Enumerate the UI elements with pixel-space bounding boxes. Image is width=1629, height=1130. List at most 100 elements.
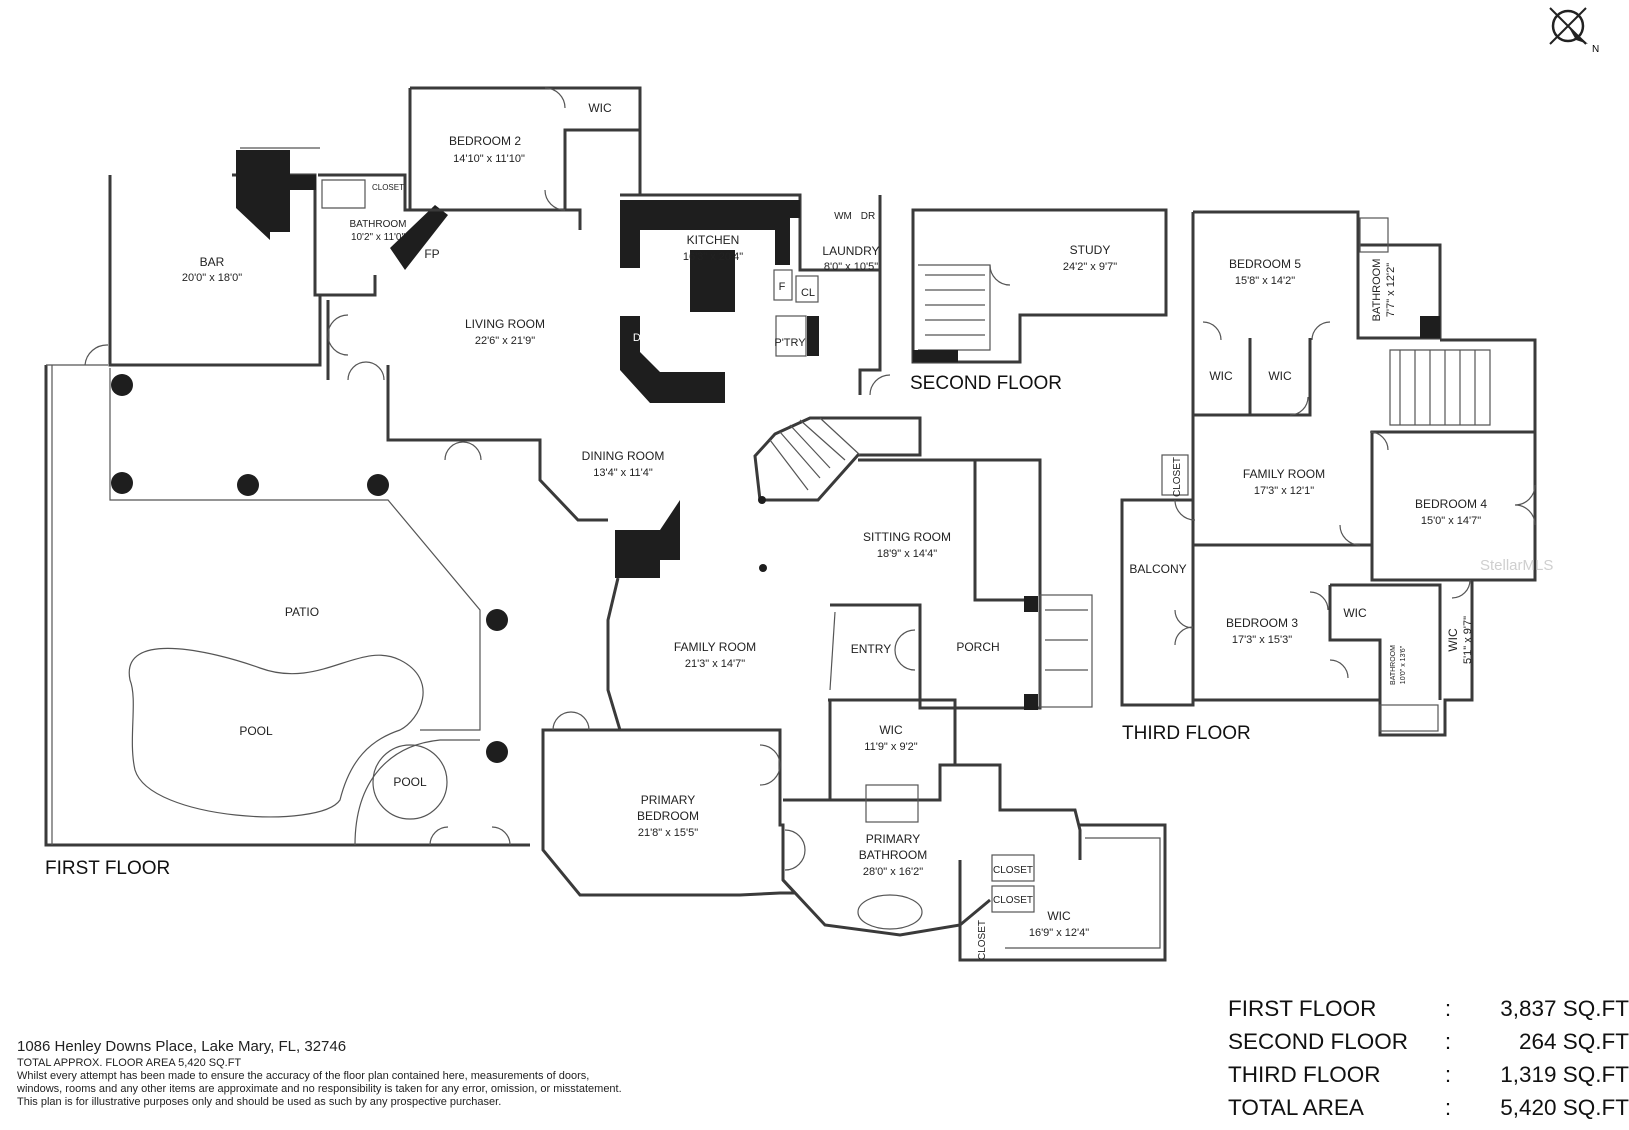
pantry-label: P'TRY <box>774 337 806 349</box>
study-dim: 24'2" x 9'7" <box>1063 261 1117 273</box>
bathroom-1-label: BATHROOM <box>349 219 406 230</box>
area-row-label: SECOND FLOOR <box>1228 1029 1409 1054</box>
compass-north-label: N <box>1592 44 1599 55</box>
wic-t2-label: WIC <box>1268 369 1292 383</box>
cl-label: CL <box>801 287 815 299</box>
closet-b-label: CLOSET <box>993 895 1033 906</box>
bedroom-3-label: BEDROOM 3 <box>1226 616 1298 630</box>
wic-big-label: WIC <box>1047 909 1071 923</box>
bathroom-1-dim: 10'2" x 11'0" <box>351 232 406 243</box>
main-staircase <box>753 416 922 502</box>
bathroom-4-label: BATHROOM <box>1390 645 1397 685</box>
fireplace <box>390 205 448 270</box>
porch-label: PORCH <box>956 640 999 654</box>
kitchen-counter <box>620 200 800 268</box>
wic-t4-dim: 5'1" x 9'7" <box>1462 616 1474 664</box>
area-row-value: 264 SQ.FT <box>1518 1029 1629 1054</box>
area-row: TOTAL AREA : 5,420 SQ.FT <box>1228 1091 1629 1124</box>
sitting-room-label: SITTING ROOM <box>863 530 951 544</box>
family-room-1-dim: 21'3" x 14'7" <box>685 658 745 670</box>
family-room-3-dim: 17'3" x 12'1" <box>1254 485 1314 497</box>
bedroom-5-dim: 15'8" x 14'2" <box>1235 275 1295 287</box>
primary-bathroom-label-1: PRIMARY <box>866 832 920 846</box>
compass-icon: N <box>1549 7 1599 55</box>
study-label: STUDY <box>1070 243 1111 257</box>
primary-bedroom-label-1: PRIMARY <box>641 793 695 807</box>
kitchen-peninsula <box>620 316 725 403</box>
column <box>237 474 259 496</box>
closet-c-label: CLOSET <box>977 920 988 960</box>
column <box>486 609 508 631</box>
bathtub <box>857 894 923 930</box>
family-room-1-label: FAMILY ROOM <box>674 640 756 654</box>
plan-footer: 1086 Henley Downs Place, Lake Mary, FL, … <box>17 1038 697 1109</box>
big-wic-walls <box>958 823 1167 962</box>
family-fireplace <box>615 500 680 578</box>
wic-t3-label: WIC <box>1343 606 1367 620</box>
area-row: SECOND FLOOR : 264 SQ.FT <box>1228 1025 1629 1058</box>
patio-label: PATIO <box>285 605 319 619</box>
watermark: StellarMLS <box>1480 557 1553 574</box>
wic-big-dim: 16'9" x 12'4" <box>1029 927 1089 939</box>
area-row: THIRD FLOOR : 1,319 SQ.FT <box>1228 1058 1629 1091</box>
kitchen-island <box>690 250 735 312</box>
fridge-label: F <box>779 281 786 293</box>
closet-t-label: CLOSET <box>1172 457 1183 497</box>
area-row-label: FIRST FLOOR <box>1228 996 1377 1021</box>
patio-edge <box>109 368 481 731</box>
pool-label: POOL <box>239 724 273 738</box>
bedroom-5-label: BEDROOM 5 <box>1229 257 1301 271</box>
primary-bathroom-dim: 28'0" x 16'2" <box>863 866 923 878</box>
disclaimer-line-3: This plan is for illustrative purposes o… <box>17 1096 502 1108</box>
column <box>486 741 508 763</box>
area-row-separator: : <box>1444 1029 1452 1054</box>
total-floor-area: TOTAL APPROX. FLOOR AREA 5,420 SQ.FT <box>17 1057 242 1069</box>
disclaimer-line-1: Whilst every attempt has been made to en… <box>17 1070 590 1082</box>
laundry-label: LAUNDRY <box>822 244 879 258</box>
bathroom-3-dim: 7'7" x 12'2" <box>1385 263 1397 317</box>
area-row-separator: : <box>1444 996 1452 1021</box>
third-floor-stairs <box>1389 349 1491 426</box>
laundry-dim: 8'0" x 10'5" <box>824 261 878 273</box>
washer-label: WM <box>834 211 852 222</box>
primary-bathroom-label-2: BATHROOM <box>859 848 927 862</box>
primary-bedroom-label-2: BEDROOM <box>637 809 699 823</box>
spa-label: POOL <box>393 775 427 789</box>
porch-steps <box>1039 594 1093 708</box>
primary-bathroom-walls <box>781 700 991 937</box>
wic-primary-dim: 11'9" x 9'2" <box>864 741 917 753</box>
third-floor-plan: BEDROOM 5 15'8" x 14'2" BATHROOM 7'7" x … <box>1120 210 1537 744</box>
area-row-label: THIRD FLOOR <box>1228 1062 1381 1087</box>
second-floor-plan: STUDY 24'2" x 9'7" SECOND FLOOR <box>910 208 1168 394</box>
second-floor-label: SECOND FLOOR <box>910 373 1062 394</box>
area-row-value: 3,837 SQ.FT <box>1500 996 1629 1021</box>
kitchen-dim: 16'3" x 20'4" <box>683 251 743 263</box>
third-floor-label: THIRD FLOOR <box>1122 723 1251 744</box>
bedroom-3-dim: 17'3" x 15'3" <box>1232 634 1292 646</box>
third-floor-outline <box>1120 212 1537 737</box>
bedroom-2-label: BEDROOM 2 <box>449 134 521 148</box>
area-summary-table: FIRST FLOOR : 3,837 SQ.FT SECOND FLOOR :… <box>1228 992 1629 1124</box>
bar-dim: 20'0" x 18'0" <box>182 272 242 284</box>
first-floor-labels: BEDROOM 2 14'10" x 11'10" WIC BAR 20'0" … <box>45 101 1089 960</box>
first-floor-label: FIRST FLOOR <box>45 858 170 879</box>
area-row-separator: : <box>1444 1095 1452 1120</box>
column <box>111 374 133 396</box>
area-row: FIRST FLOOR : 3,837 SQ.FT <box>1228 992 1629 1025</box>
wic-primary-label: WIC <box>879 723 903 737</box>
dryer-label: DR <box>861 211 875 222</box>
column <box>111 472 133 494</box>
area-row-value: 1,319 SQ.FT <box>1500 1062 1629 1087</box>
closet-1-label: CLOSET <box>372 183 404 192</box>
closet-a-label: CLOSET <box>993 865 1033 876</box>
bedroom-4-label: BEDROOM 4 <box>1415 497 1487 511</box>
bathroom-3-label: BATHROOM <box>1371 259 1383 322</box>
bathroom-4-dim: 10'0" x 13'6" <box>1400 645 1407 684</box>
area-row-separator: : <box>1444 1062 1452 1087</box>
bedroom-4-dim: 15'0" x 14'7" <box>1421 515 1481 527</box>
entry-label: ENTRY <box>851 642 891 656</box>
second-floor-walls <box>911 208 1168 364</box>
pool-shape <box>128 647 424 818</box>
area-row-value: 5,420 SQ.FT <box>1500 1095 1629 1120</box>
